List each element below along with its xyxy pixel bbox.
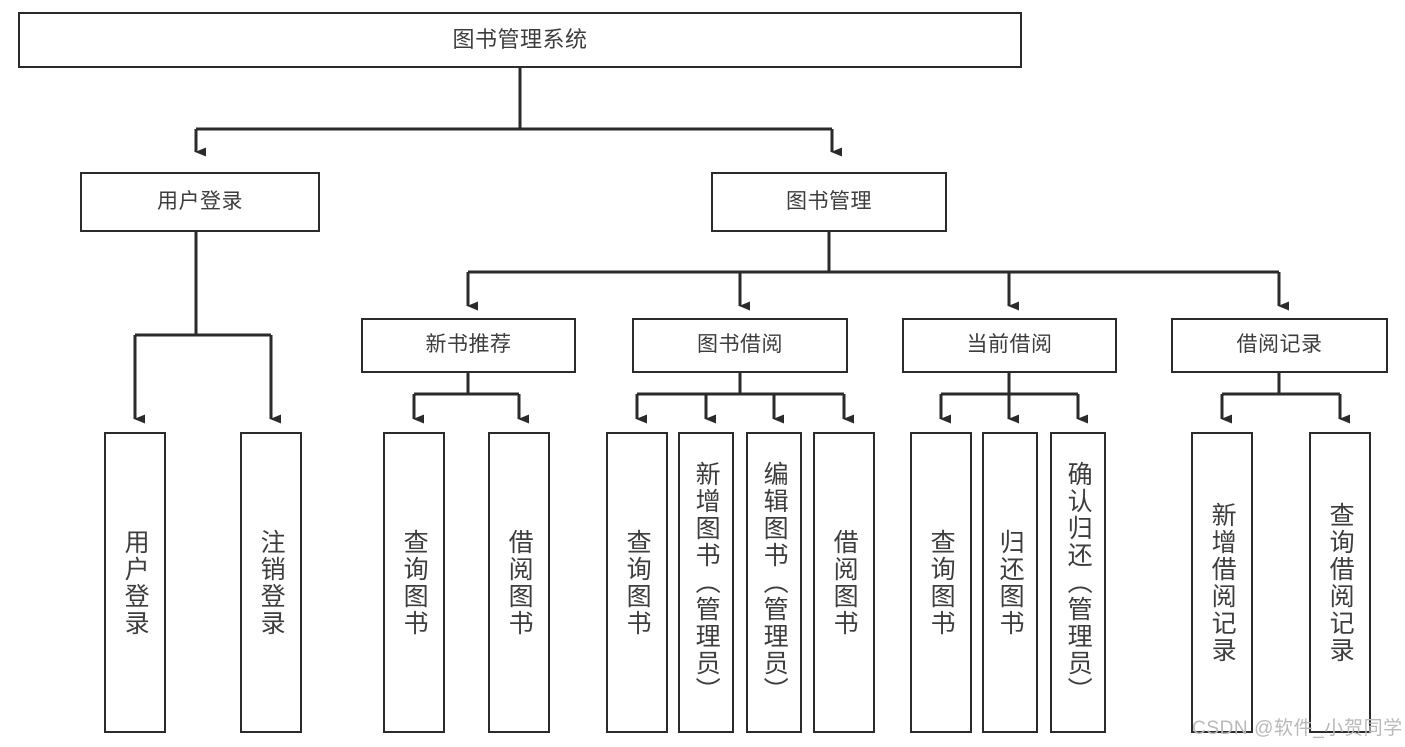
node-label: 编辑图书（管理员） [760, 461, 789, 704]
node-label: 图书管理系统 [452, 27, 588, 53]
node-label: 查询借阅记录 [1326, 501, 1355, 664]
leaf-user-logout[interactable]: 注销登录 [240, 432, 302, 733]
node-label: 归还图书 [996, 528, 1025, 637]
leaf-query-book-recommend[interactable]: 查询图书 [383, 432, 445, 733]
node-label: 查询图书 [927, 528, 956, 637]
leaf-query-borrow-record[interactable]: 查询借阅记录 [1309, 432, 1371, 733]
node-current-borrow[interactable]: 当前借阅 [902, 318, 1117, 373]
leaf-add-borrow-record[interactable]: 新增借阅记录 [1191, 432, 1253, 733]
node-label: 注销登录 [257, 528, 286, 637]
leaf-query-book-current[interactable]: 查询图书 [910, 432, 972, 733]
node-label: 新书推荐 [425, 333, 512, 357]
node-label: 用户登录 [121, 528, 150, 637]
node-new-book-recommend[interactable]: 新书推荐 [361, 318, 576, 373]
node-label: 确认归还（管理员） [1064, 461, 1093, 704]
leaf-borrow-book[interactable]: 借阅图书 [813, 432, 875, 733]
leaf-confirm-return-admin[interactable]: 确认归还（管理员） [1050, 432, 1106, 733]
csdn-watermark: CSDN @软件_小贺同学 [1192, 718, 1403, 739]
leaf-edit-book-admin[interactable]: 编辑图书（管理员） [746, 432, 802, 733]
leaf-borrow-book-recommend[interactable]: 借阅图书 [488, 432, 550, 733]
node-label: 借阅图书 [830, 528, 859, 637]
leaf-return-book[interactable]: 归还图书 [982, 432, 1038, 733]
node-label: 图书借阅 [697, 333, 783, 357]
node-book-manage[interactable]: 图书管理 [711, 172, 947, 232]
node-root-system[interactable]: 图书管理系统 [18, 12, 1022, 68]
node-label: 用户登录 [157, 189, 243, 213]
node-label: 当前借阅 [966, 333, 1053, 357]
node-label: 新增借阅记录 [1208, 501, 1237, 664]
node-borrow-record[interactable]: 借阅记录 [1171, 318, 1388, 373]
node-label: 查询图书 [400, 528, 429, 637]
leaf-add-book-admin[interactable]: 新增图书（管理员） [678, 432, 734, 733]
node-label: 查询图书 [623, 528, 652, 637]
leaf-query-book-borrow[interactable]: 查询图书 [606, 432, 668, 733]
node-label: 新增图书（管理员） [692, 461, 721, 704]
node-user-login[interactable]: 用户登录 [80, 172, 320, 232]
node-label: 借阅图书 [505, 528, 534, 637]
node-label: 图书管理 [786, 189, 872, 213]
node-book-borrow[interactable]: 图书借阅 [632, 318, 848, 373]
node-label: 借阅记录 [1236, 333, 1323, 357]
leaf-user-login[interactable]: 用户登录 [104, 432, 166, 733]
